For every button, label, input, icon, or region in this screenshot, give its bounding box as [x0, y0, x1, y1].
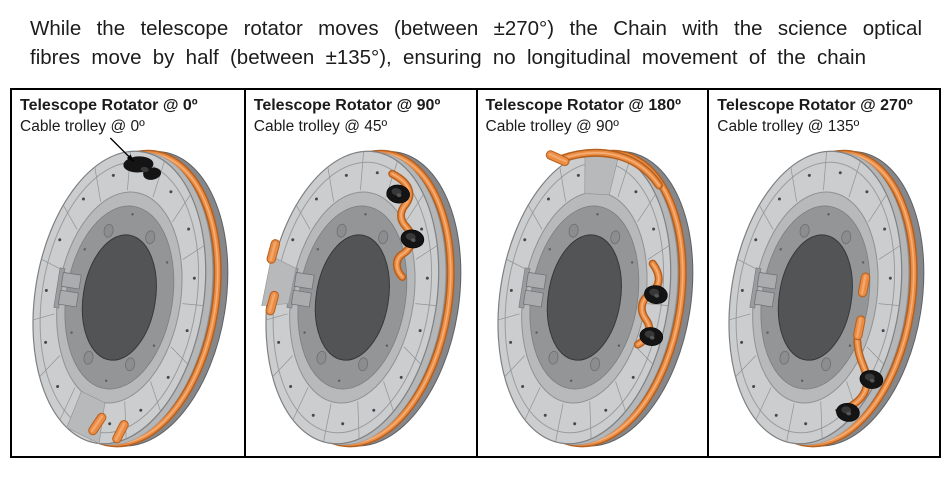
- trolley-pointer-arrow: [109, 137, 135, 163]
- cable-trolley-puck: [836, 402, 860, 422]
- rotator-illustration-0deg: [32, 137, 229, 448]
- center-aperture: [778, 234, 854, 361]
- rotator-illustration-180deg: [496, 148, 693, 448]
- center-aperture: [81, 234, 157, 361]
- chain-end-stub: [266, 239, 280, 264]
- panel-grid: Telescope Rotator @ 0º Cable trolley @ 0…: [10, 88, 941, 458]
- chain-end-stub: [545, 150, 570, 167]
- caption-line-2: fibres move by half (between ±135°), ens…: [30, 46, 866, 69]
- rotator-ring: [496, 148, 693, 448]
- center-aperture: [546, 234, 622, 361]
- rotator-ring: [32, 149, 229, 448]
- hub-bracket: [53, 267, 82, 309]
- panel-subtitle: Cable trolley @ 45º: [253, 118, 388, 135]
- panel-subtitle: Cable trolley @ 0º: [20, 118, 145, 135]
- caption-line-1: While the telescope rotator moves (betwe…: [30, 17, 922, 40]
- rotator-illustration-270deg: [728, 149, 925, 448]
- cable-trolley-puck: [643, 285, 668, 305]
- hub-bracket: [517, 267, 547, 309]
- panel-rotator-0deg: Telescope Rotator @ 0º Cable trolley @ 0…: [12, 90, 244, 456]
- panel-header: Telescope Rotator @ 0º Cable trolley @ 0…: [12, 90, 244, 137]
- cable-trolley: [123, 156, 162, 180]
- hub-bracket: [749, 267, 778, 309]
- center-aperture: [314, 234, 390, 361]
- panel-subtitle: Cable trolley @ 90º: [485, 118, 619, 135]
- caption: While the telescope rotator moves (betwe…: [30, 14, 922, 72]
- cable-trolley-puck: [859, 370, 884, 389]
- rotator-illustration-90deg: [261, 149, 462, 448]
- cable-trolley-puck: [639, 327, 663, 346]
- chain-end-stub: [112, 420, 129, 444]
- chain-end-stub: [853, 315, 866, 341]
- panel-rotator-180deg: Telescope Rotator @ 180º Cable trolley @…: [475, 90, 708, 456]
- panel-header: Telescope Rotator @ 90º Cable trolley @ …: [246, 90, 476, 137]
- panel-rotator-90deg: Telescope Rotator @ 90º Cable trolley @ …: [243, 90, 476, 456]
- hub-bracket: [286, 267, 315, 309]
- chain-end-stub: [88, 412, 107, 436]
- fibre-chain-top: [557, 148, 663, 190]
- chain-end-stub: [265, 290, 279, 316]
- panel-title: Telescope Rotator @ 270º: [717, 97, 913, 114]
- chain-end-stub: [858, 272, 871, 298]
- panel-header: Telescope Rotator @ 270º Cable trolley @…: [709, 90, 939, 137]
- panel-header: Telescope Rotator @ 180º Cable trolley @…: [478, 90, 708, 137]
- cable-trolley-puck: [386, 184, 410, 204]
- panel-subtitle: Cable trolley @ 135º: [717, 118, 860, 135]
- panel-rotator-270deg: Telescope Rotator @ 270º Cable trolley @…: [707, 90, 939, 456]
- panel-title: Telescope Rotator @ 0º: [20, 97, 198, 114]
- rotator-ring: [728, 149, 925, 448]
- panel-title: Telescope Rotator @ 180º: [485, 97, 681, 114]
- rotator-ring: [261, 149, 462, 448]
- panel-title: Telescope Rotator @ 90º: [253, 97, 441, 114]
- cable-trolley-puck: [400, 229, 424, 249]
